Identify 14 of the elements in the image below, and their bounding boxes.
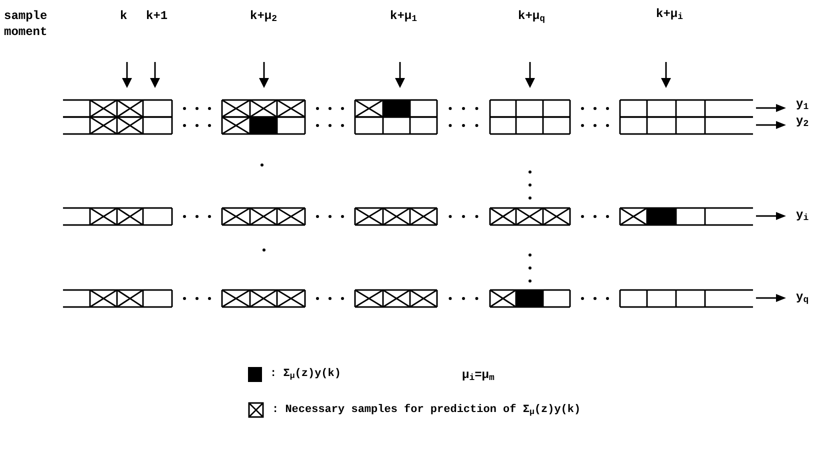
text-label: k+1 — [146, 8, 169, 24]
legend-text: : Necessary samples for prediction of Σ$_{μ}$(z)y(k) — [272, 402, 581, 418]
text-label: y$_{q}$ — [796, 289, 810, 305]
text-label: μ$_{i}$=μ$_{m}$ — [462, 367, 496, 383]
text-label: k — [120, 8, 128, 24]
text-label: k+μ$_{2}$ — [250, 8, 278, 24]
text-label: k+μ$_{i}$ — [656, 6, 684, 22]
text-label: y$_{1}$ — [796, 96, 810, 112]
text-label: k+μ$_{1}$ — [390, 8, 418, 24]
text-label: sample moment — [4, 8, 48, 40]
text-label: y$_{i}$ — [796, 207, 810, 223]
text-label: y$_{2}$ — [796, 113, 810, 129]
legend-text: : Σ$_{μ}$(z)y(k) — [270, 367, 341, 382]
text-label: k+μ$_{q}$ — [518, 8, 546, 24]
